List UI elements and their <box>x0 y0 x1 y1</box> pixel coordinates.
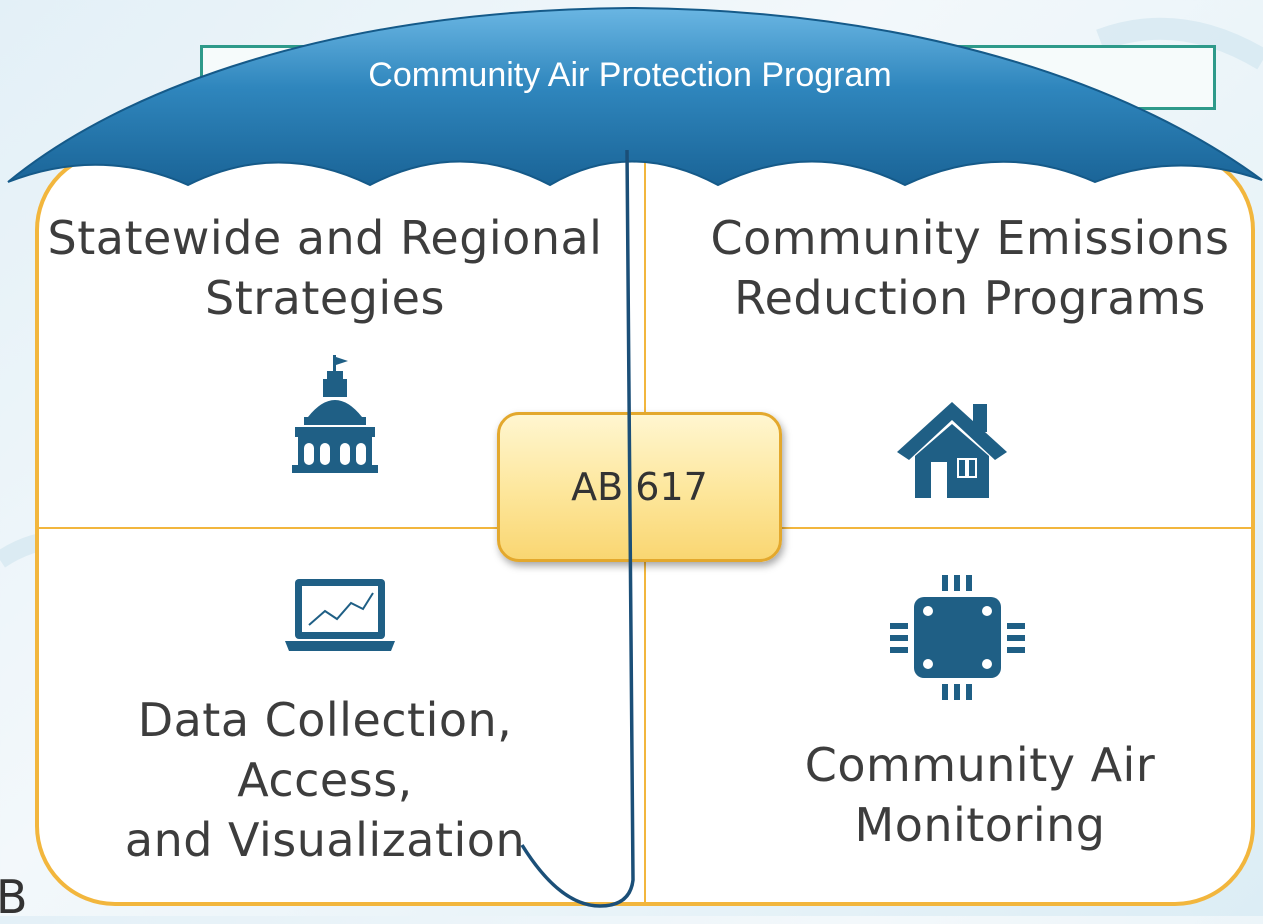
program-title: Community Air Protection Program <box>368 56 892 94</box>
statewide-strategies-label: Statewide and Regional Strategies <box>47 211 603 325</box>
data-collection-label: Data Collection, Access, and Visualizati… <box>124 693 526 867</box>
capitol-building-icon <box>292 355 378 473</box>
house-icon <box>897 402 1007 498</box>
umbrella-canopy <box>7 6 1263 187</box>
laptop-chart-icon <box>285 579 395 651</box>
corner-letter: B <box>0 870 28 924</box>
umbrella-handle <box>520 149 635 908</box>
emissions-reduction-label: Community Emissions Reduction Programs <box>710 211 1230 325</box>
ab617-badge: AB 617 <box>497 412 782 562</box>
microchip-sensor-icon <box>890 575 1025 700</box>
air-monitoring-label: Community Air Monitoring <box>804 738 1156 852</box>
